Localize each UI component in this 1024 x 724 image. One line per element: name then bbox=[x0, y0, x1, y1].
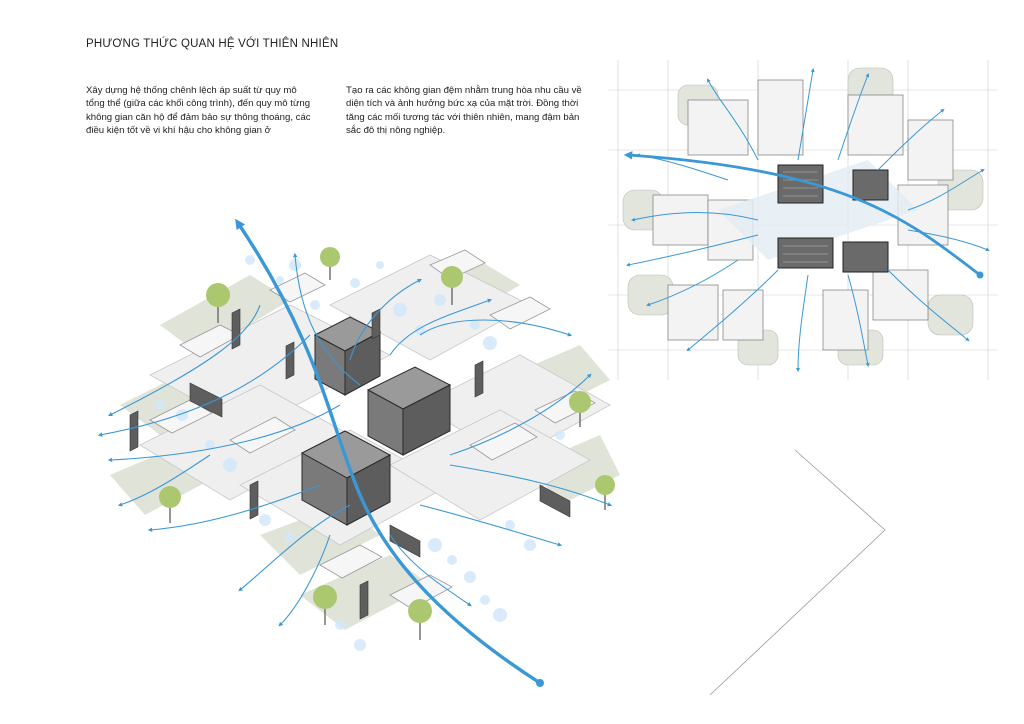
plan-wind-arrows bbox=[626, 68, 990, 372]
core-1 bbox=[313, 316, 382, 396]
floor-plan-wind-diagram bbox=[608, 60, 998, 380]
description-right: Tạo ra các không gian đệm nhằm trung hòa… bbox=[346, 85, 582, 137]
plan-cores bbox=[777, 164, 889, 273]
core-3 bbox=[300, 430, 392, 526]
page-title: PHƯƠNG THỨC QUAN HỆ VỚI THIÊN NHIÊN bbox=[86, 38, 339, 50]
air-bubbles bbox=[155, 255, 565, 651]
trees bbox=[159, 247, 615, 640]
main-wind-arrow bbox=[235, 218, 541, 685]
outline-frame bbox=[709, 449, 886, 696]
description-left: Xây dựng hệ thống chênh lệch áp suất từ … bbox=[86, 85, 311, 137]
wind-arrows bbox=[97, 252, 613, 627]
plan-core-stairs bbox=[783, 171, 828, 263]
building-cores bbox=[300, 316, 452, 526]
core-2 bbox=[366, 366, 452, 456]
plan-main-wind-arrow bbox=[623, 151, 981, 277]
wind-origin-dot bbox=[536, 679, 544, 687]
plan-wind-origin-dot bbox=[976, 271, 984, 279]
axonometric-wind-diagram bbox=[97, 218, 620, 687]
